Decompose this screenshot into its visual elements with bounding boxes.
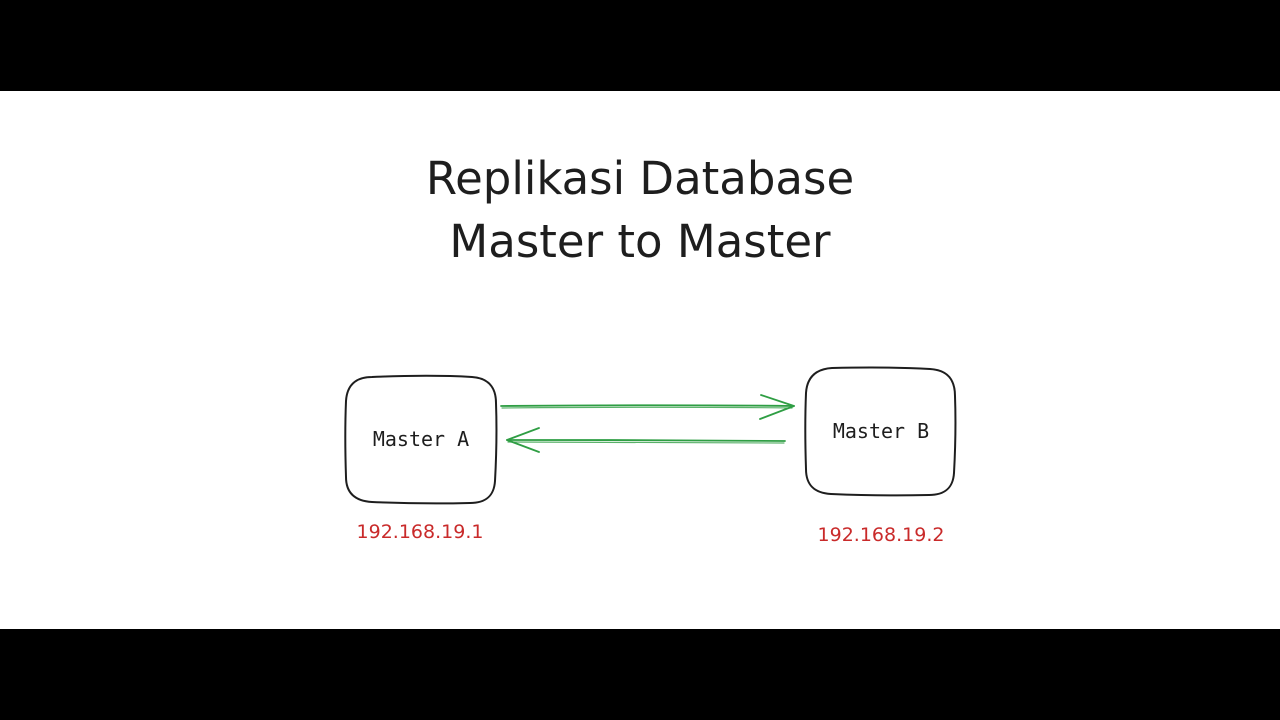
title-line-2: Master to Master bbox=[449, 215, 831, 268]
node-master-b: Master B 192.168.19.2 bbox=[804, 366, 957, 546]
node-label-master-b: Master B bbox=[833, 419, 929, 443]
node-box-master-b bbox=[804, 366, 957, 497]
arrow-a-to-b bbox=[500, 394, 795, 420]
arrow-a-to-b-shaft bbox=[500, 404, 795, 407]
arrow-b-to-a-head bbox=[506, 427, 540, 453]
replication-diagram: Master A 192.168.19.1 Master B 192.168.1… bbox=[344, 366, 957, 546]
arrow-b-to-a-shaft-sketch bbox=[507, 441, 785, 444]
diagram-title: Replikasi Database Master to Master bbox=[0, 147, 1280, 273]
node-label-master-a: Master A bbox=[373, 427, 469, 451]
letterbox-bottom bbox=[0, 629, 1280, 720]
arrow-a-to-b-shaft-sketch bbox=[501, 406, 793, 409]
ip-label-master-a: 192.168.19.1 bbox=[357, 521, 484, 543]
arrow-a-to-b-head bbox=[759, 394, 795, 420]
letterbox-top bbox=[0, 0, 1280, 91]
whiteboard-canvas: Replikasi Database Master to Master Mast… bbox=[0, 91, 1280, 629]
arrow-b-to-a-shaft bbox=[506, 439, 786, 442]
node-box-master-a bbox=[344, 374, 498, 505]
node-master-a: Master A 192.168.19.1 bbox=[344, 374, 498, 543]
title-line-1: Replikasi Database bbox=[425, 152, 855, 205]
ip-label-master-b: 192.168.19.2 bbox=[818, 524, 945, 546]
arrow-b-to-a bbox=[506, 427, 786, 453]
